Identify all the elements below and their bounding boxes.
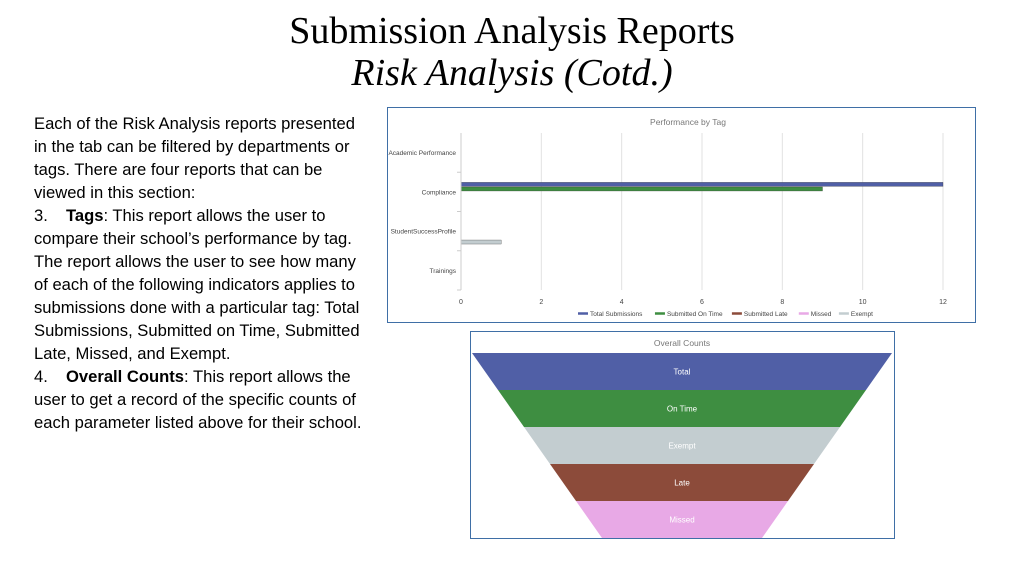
chart-title: Performance by Tag (650, 117, 726, 127)
funnel-title: Overall Counts (654, 338, 710, 348)
funnel-segment (576, 501, 788, 538)
y-category-label: Academic Performance (388, 150, 456, 157)
funnel-label: Total (674, 368, 691, 377)
item-overall-text: : This report allows the user to get a r… (34, 367, 362, 432)
intro-paragraph: Each of the Risk Analysis reports presen… (34, 114, 355, 202)
y-category-label: Compliance (422, 189, 457, 196)
item-overall-term: Overall Counts (66, 367, 185, 386)
funnel-segment (498, 390, 866, 427)
x-tick-label: 6 (700, 299, 704, 306)
legend-label: Submitted Late (744, 311, 788, 318)
item-overall-number: 4. (34, 367, 48, 386)
x-tick-label: 12 (939, 299, 947, 306)
bar (460, 182, 944, 187)
item-tags-term: Tags (66, 206, 104, 225)
x-tick-label: 0 (459, 299, 463, 306)
legend-label: Total Submissions (590, 311, 643, 318)
legend-label: Exempt (851, 311, 873, 318)
item-tags-number: 3. (34, 206, 48, 225)
funnel-segment (472, 353, 892, 390)
item-overall-counts: 4. Overall Counts: This report allows the… (34, 365, 364, 434)
slide-title: Submission Analysis Reports (289, 10, 735, 52)
y-category-label: Trainings (430, 268, 457, 275)
legend-label: Submitted On Time (667, 311, 723, 318)
x-tick-label: 8 (780, 299, 784, 306)
item-tags-text: : This report allows the user to compare… (34, 206, 360, 363)
x-tick-label: 2 (539, 299, 543, 306)
description-text: Each of the Risk Analysis reports presen… (34, 112, 364, 434)
bar (460, 239, 502, 245)
funnel-segment (524, 427, 840, 464)
funnel-label: Missed (669, 516, 694, 525)
bar (460, 186, 823, 192)
y-category-label: StudentSuccessProfile (391, 229, 457, 236)
x-tick-label: 4 (620, 299, 624, 306)
x-tick-label: 10 (859, 299, 867, 306)
slide-subtitle: Risk Analysis (Cotd.) (351, 52, 673, 94)
performance-by-tag-chart: Performance by Tag 0 2 4 6 8 10 12 Academic Perf… (388, 117, 947, 318)
funnel-segment (550, 464, 814, 501)
funnel-label: Late (674, 479, 690, 488)
item-tags: 3. Tags: This report allows the user to c… (34, 204, 364, 365)
funnel-label: Exempt (668, 442, 696, 451)
legend-label: Missed (811, 311, 832, 318)
performance-by-tag-panel: Performance by Tag 0 2 4 6 8 10 12 Academic Perf… (387, 107, 976, 323)
funnel-label: On Time (667, 405, 698, 414)
